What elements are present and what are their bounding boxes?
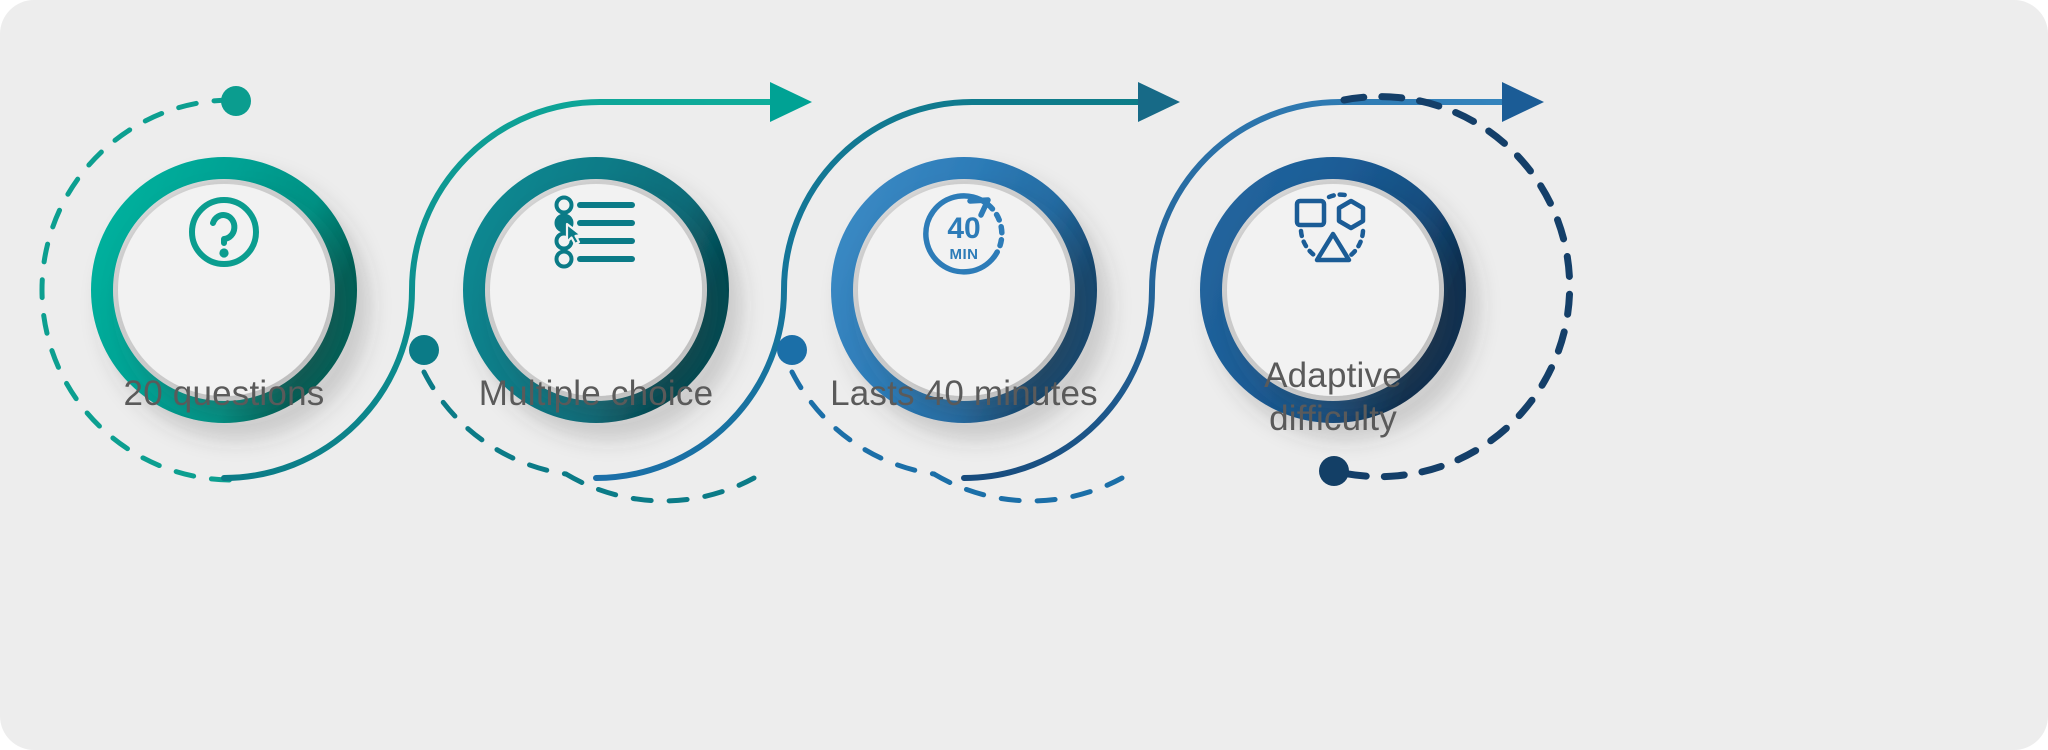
dashed-arc-4 [1334,93,1574,481]
triangle-shape-icon [1314,231,1352,263]
ring-1 [91,157,357,423]
arc-top-connector [1326,192,1348,200]
square-shape-icon [1294,198,1327,228]
orbit-dot-1 [221,86,251,116]
cursor-arrow-icon [565,222,583,246]
svg-text:MIN: MIN [950,246,979,263]
radio-list-cursor-icon [554,195,635,269]
connector-arc-3 [961,99,1513,481]
question-mark-circle-icon [189,197,259,267]
inner-disc-4 [1227,184,1439,396]
ring-2 [463,157,729,423]
connector-arrowhead-2 [1138,82,1180,122]
orbit-dot-2 [409,335,439,365]
inner-disc-3 [858,184,1070,396]
orbit-dot-3 [777,335,807,365]
shapes-adaptive-icon [1294,192,1366,263]
ring-3 [831,157,1097,423]
svg-text:40: 40 [947,212,980,245]
inner-disc-2 [490,184,702,396]
ring-4 [1200,157,1466,423]
timer-40-min-icon: 40 MIN [923,193,1005,275]
step-adaptive-group[interactable] [1200,93,1574,486]
arc-right-connector [1348,228,1366,258]
connector-arrowhead-3 [1502,82,1544,122]
connector-arc-1 [221,99,781,481]
hexagon-shape-icon [1336,198,1366,231]
inner-disc-1 [118,184,330,396]
connector-1-to-2 [221,82,812,481]
connector-arc-2 [593,99,1149,481]
dashed-arc-1 [39,97,235,483]
connector-3-to-4 [961,82,1544,481]
step-multiple-choice-group[interactable] [409,157,757,504]
step-duration-group[interactable]: 40 MIN [777,157,1125,504]
connector-arrowhead-1 [770,82,812,122]
dashed-arc-2b [421,369,569,477]
step-questions-group[interactable] [39,86,357,483]
dashed-arc-3b [789,369,937,477]
arc-left-connector [1298,228,1317,258]
orbit-dot-4 [1319,456,1349,486]
connector-2-to-3 [593,82,1180,481]
